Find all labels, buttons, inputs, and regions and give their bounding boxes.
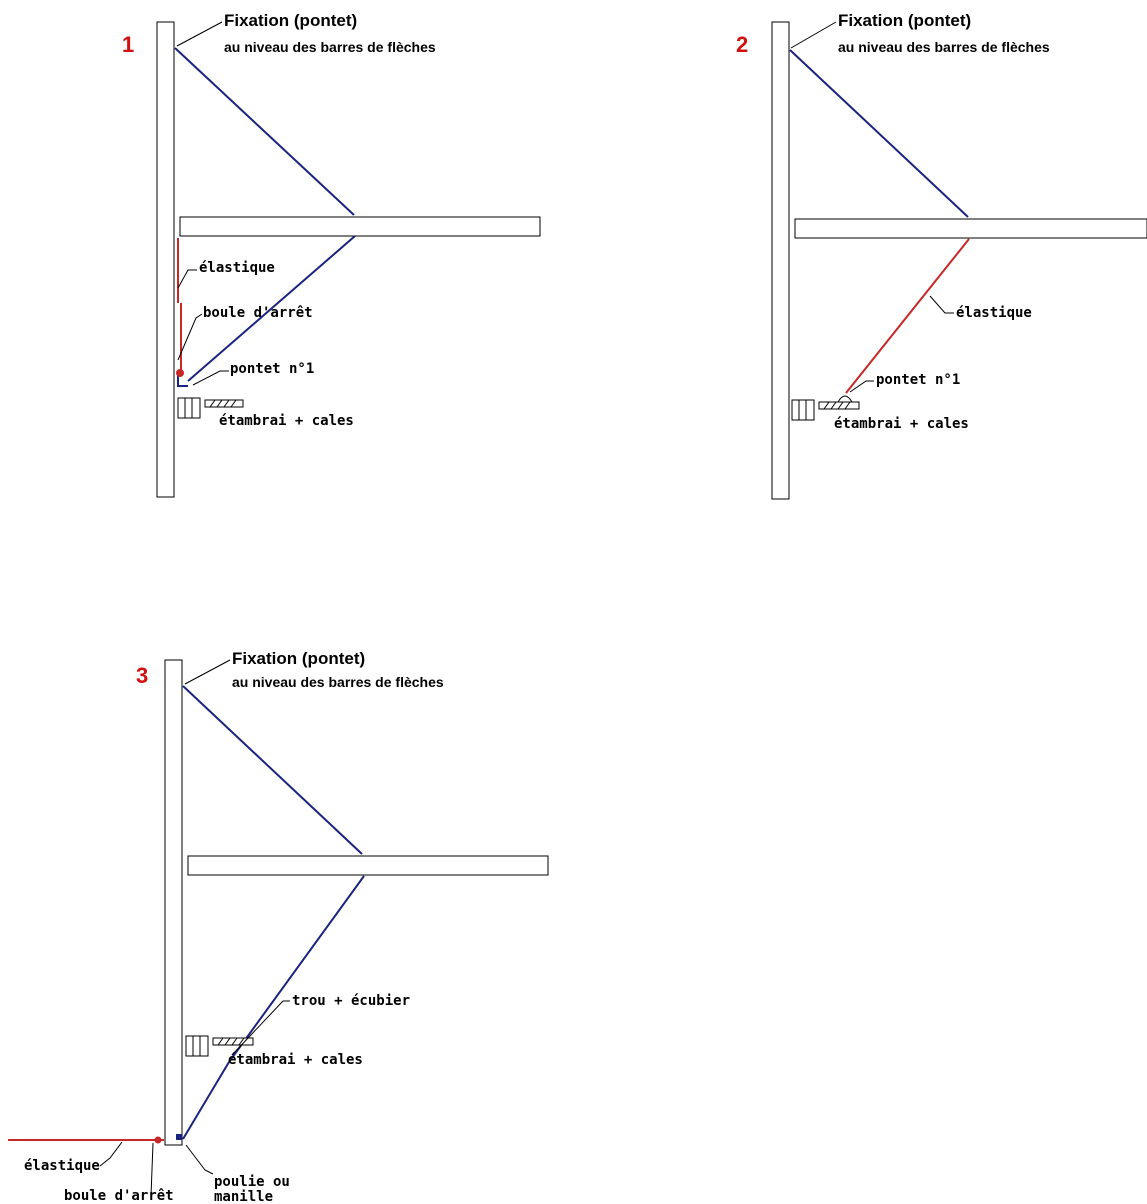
diagram-3-wedge (212, 1037, 254, 1046)
diagram-3-label-poulie-1: poulie ou (214, 1174, 290, 1190)
diagram-3-title: Fixation (pontet) (232, 649, 365, 668)
diagram-1: 1 Fixation (pontet) au niveau des barres… (122, 11, 541, 498)
diagram-1-label-elastique: élastique (199, 260, 275, 276)
diagram-2-elastic (845, 238, 970, 394)
diagram-3-title-leader (184, 659, 231, 685)
diagram-2-title-leader (790, 21, 837, 49)
diagram-3-label-poulie-2: manille (214, 1189, 273, 1204)
diagram-3-label-elastique: élastique (24, 1158, 100, 1174)
diagram-3-mast (164, 659, 183, 1146)
diagram-1-label-boule: boule d'arrêt (203, 305, 313, 321)
diagram-2-title: Fixation (pontet) (838, 11, 971, 30)
diagram-2-spreader (794, 218, 1147, 239)
diagram-2: 2 Fixation (pontet) au niveau des barres… (736, 11, 1147, 500)
diagram-3-label-trou: trou + écubier (292, 993, 410, 1009)
diagram-1-title: Fixation (pontet) (224, 11, 357, 30)
diagram-3-label-etambrai: étambrai + cales (228, 1052, 363, 1068)
diagram-1-partners-block (177, 397, 201, 419)
diagram-3-number: 3 (136, 663, 148, 688)
diagram-1-stop-ball (176, 369, 184, 377)
diagram-1-mast (156, 21, 175, 498)
diagram-1-label-pontet: pontet n°1 (230, 361, 314, 377)
diagram-1-pontet-bracket (177, 373, 188, 387)
diagram-3: 3 Fixation (pontet) au niveau des barres… (8, 649, 549, 1204)
diagram-2-upper-stay (789, 49, 969, 218)
diagram-2-label-pontet: pontet n°1 (876, 372, 960, 388)
diagram-3-pulley (176, 1134, 182, 1140)
diagram-1-label-etambrai: étambrai + cales (219, 413, 354, 429)
diagram-3-subtitle: au niveau des barres de flèches (232, 674, 444, 690)
diagram-2-mast (771, 21, 790, 500)
diagram-2-number: 2 (736, 32, 748, 57)
diagram-3-lower-stay (228, 875, 365, 1063)
diagram-1-number: 1 (122, 32, 134, 57)
diagram-2-subtitle: au niveau des barres de flèches (838, 39, 1050, 55)
diagram-2-label-elastique: élastique (956, 305, 1032, 321)
diagram-3-partners-block (185, 1035, 209, 1057)
diagram-2-wedge (818, 401, 860, 410)
diagram-1-title-leader (176, 21, 223, 47)
diagram-3-label-boule: boule d'arrêt (64, 1188, 174, 1204)
diagram-2-partners-block (791, 399, 815, 421)
diagram-3-stop-ball (154, 1136, 162, 1144)
diagram-2-label-etambrai: étambrai + cales (834, 416, 969, 432)
diagram-3-upper-stay (182, 685, 363, 855)
diagram-1-spreader (179, 216, 541, 237)
diagram-3-stay-to-pulley (182, 1061, 230, 1140)
diagram-1-lower-stay (187, 235, 356, 382)
diagram-3-spreader (187, 855, 549, 876)
diagram-1-subtitle: au niveau des barres de flèches (224, 39, 436, 55)
diagram-2-pontet (837, 395, 853, 403)
diagram-1-upper-stay (174, 47, 355, 216)
